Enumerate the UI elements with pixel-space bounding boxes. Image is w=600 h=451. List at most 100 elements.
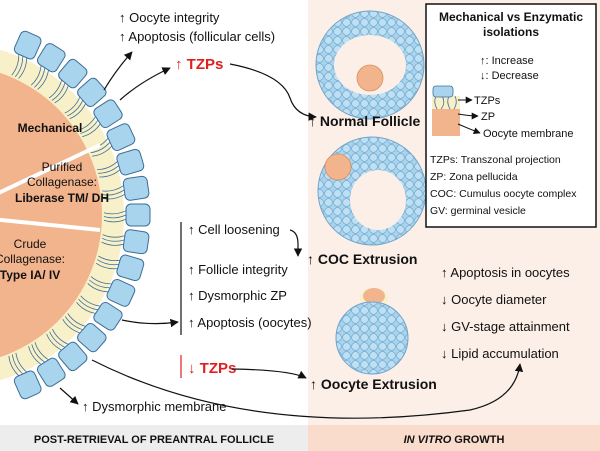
tzp-line bbox=[14, 55, 24, 78]
granulosa-cell bbox=[122, 229, 150, 255]
tzp-line bbox=[34, 342, 49, 361]
granulosa-cell bbox=[116, 148, 145, 176]
outcome-oocyte-extrusion: ↑ Oocyte Extrusion bbox=[310, 376, 437, 392]
arrow-to-oocyte-integrity bbox=[103, 51, 133, 91]
large-oocyte bbox=[0, 72, 102, 358]
granulosa-cell bbox=[106, 123, 136, 151]
effect-dysmorphic-membrane: ↑ Dysmorphic membrane bbox=[82, 399, 227, 414]
legend-mini-oocyte bbox=[432, 108, 460, 136]
granulosa-cell bbox=[77, 322, 107, 353]
tzp-line bbox=[99, 169, 121, 178]
tzp-line bbox=[80, 119, 99, 134]
method-purified-line2: Collagenase: bbox=[27, 175, 97, 189]
tzp-line bbox=[76, 301, 96, 314]
in-vitro-effect-2: ↓ GV-stage attainment bbox=[441, 319, 570, 334]
tzp-line bbox=[102, 185, 124, 192]
granulosa-cell bbox=[13, 370, 42, 400]
granulosa-cell bbox=[13, 30, 42, 60]
tzp-line bbox=[51, 82, 66, 101]
tzp-line bbox=[62, 318, 81, 334]
granulosa-cell bbox=[36, 357, 66, 387]
method-purified-line1: Purified bbox=[42, 160, 83, 174]
tzp-line bbox=[52, 328, 69, 345]
tzp-line bbox=[8, 355, 20, 376]
footer-left-label: POST-RETRIEVAL OF PREANTRAL FOLLICLE bbox=[34, 434, 274, 446]
method-purified-line3: Liberase TM/ DH bbox=[15, 191, 109, 205]
arrow-to-in-vitro-effects bbox=[91, 359, 524, 419]
legend-decrease: ↓: Decrease bbox=[480, 70, 539, 82]
tzp-line bbox=[37, 70, 49, 90]
tzp-line bbox=[78, 116, 96, 131]
granulosa-cell bbox=[77, 77, 107, 108]
method-crude-line1: Crude bbox=[14, 237, 47, 251]
tzp-line bbox=[48, 79, 63, 99]
tzp-line bbox=[46, 333, 62, 351]
arrow-to-tzps-increase bbox=[119, 67, 171, 101]
legend-mini-zp bbox=[432, 96, 460, 109]
tzps-decrease-arrow: ↓ bbox=[188, 360, 196, 377]
transzonal-projections bbox=[8, 54, 127, 376]
tzp-line bbox=[80, 295, 101, 307]
effect-tzps-decrease: ↓ TZPs bbox=[188, 360, 236, 377]
granulosa-cell bbox=[125, 203, 151, 227]
tzp-line bbox=[90, 141, 111, 154]
granulosa-cell bbox=[93, 301, 123, 331]
legend-mini-cell bbox=[432, 85, 454, 98]
tzp-line bbox=[95, 262, 118, 270]
method-crude-line3: Type IA/ IV bbox=[0, 268, 60, 282]
tzp-line bbox=[98, 255, 121, 262]
granulosa-cell bbox=[93, 99, 123, 129]
tzp-line bbox=[102, 234, 125, 238]
tzp-line bbox=[97, 161, 118, 170]
effect-oocyte-integrity: ↑ Oocyte integrity bbox=[119, 10, 220, 25]
arrow-to-dysmorphic-membrane bbox=[59, 387, 79, 405]
tzp-line bbox=[101, 241, 124, 246]
arrow-tzps-to-normal-follicle bbox=[229, 63, 317, 121]
footer-right-label: IN VITRO GROWTH bbox=[404, 434, 505, 446]
tzp-line bbox=[64, 316, 83, 331]
legend-mini-illustration bbox=[432, 85, 460, 136]
tzp-line bbox=[54, 85, 69, 104]
tzp-line bbox=[97, 259, 119, 266]
coc-extrusion-illustration bbox=[317, 136, 427, 246]
tzp-line bbox=[67, 313, 86, 327]
legend-increase: ↑: Increase bbox=[480, 55, 534, 67]
tzps-decrease-label: TZPs bbox=[200, 360, 237, 377]
tzp-line bbox=[30, 65, 42, 86]
granulosa-cell bbox=[58, 58, 88, 89]
footer-right-rest: GROWTH bbox=[451, 434, 504, 446]
tzp-line bbox=[78, 298, 98, 311]
tzp-line bbox=[87, 283, 109, 293]
tzp-line bbox=[82, 123, 101, 138]
granulosa-cell bbox=[116, 254, 145, 282]
tzp-line bbox=[103, 218, 127, 223]
arrow-cell-loosening-to-coc bbox=[289, 229, 303, 257]
method-mechanical: Mechanical bbox=[18, 121, 83, 135]
granulosa-cell bbox=[106, 279, 136, 307]
tzps-increase-arrow: ↑ bbox=[175, 56, 183, 73]
legend-abbrev-2: COC: Cumulus oocyte complex bbox=[430, 188, 577, 200]
tzp-line bbox=[64, 96, 81, 114]
normal-follicle-oocyte bbox=[356, 64, 384, 92]
tzp-line bbox=[28, 346, 42, 365]
legend-arrow-membrane bbox=[457, 123, 481, 135]
tzp-line bbox=[67, 100, 84, 117]
tzp-line bbox=[90, 276, 112, 285]
normal-follicle-illustration bbox=[315, 10, 425, 120]
granulosa-cell-layer bbox=[13, 30, 151, 400]
tzp-line bbox=[12, 354, 24, 375]
tzp-line bbox=[103, 214, 127, 219]
method-crude-line2: Collagenase: bbox=[0, 252, 65, 266]
granulosa-cell bbox=[58, 341, 88, 372]
tzp-line bbox=[31, 344, 46, 363]
tzp-line bbox=[15, 352, 27, 373]
effect-apoptosis-follicular: ↑ Apoptosis (follicular cells) bbox=[119, 29, 275, 44]
legend-label-zp: ZP bbox=[481, 111, 495, 123]
tzp-line bbox=[103, 193, 126, 200]
tzp-line bbox=[98, 165, 120, 174]
tzp-line bbox=[102, 237, 125, 242]
tzp-line bbox=[69, 103, 86, 120]
divider-line-bottom bbox=[0, 217, 101, 232]
